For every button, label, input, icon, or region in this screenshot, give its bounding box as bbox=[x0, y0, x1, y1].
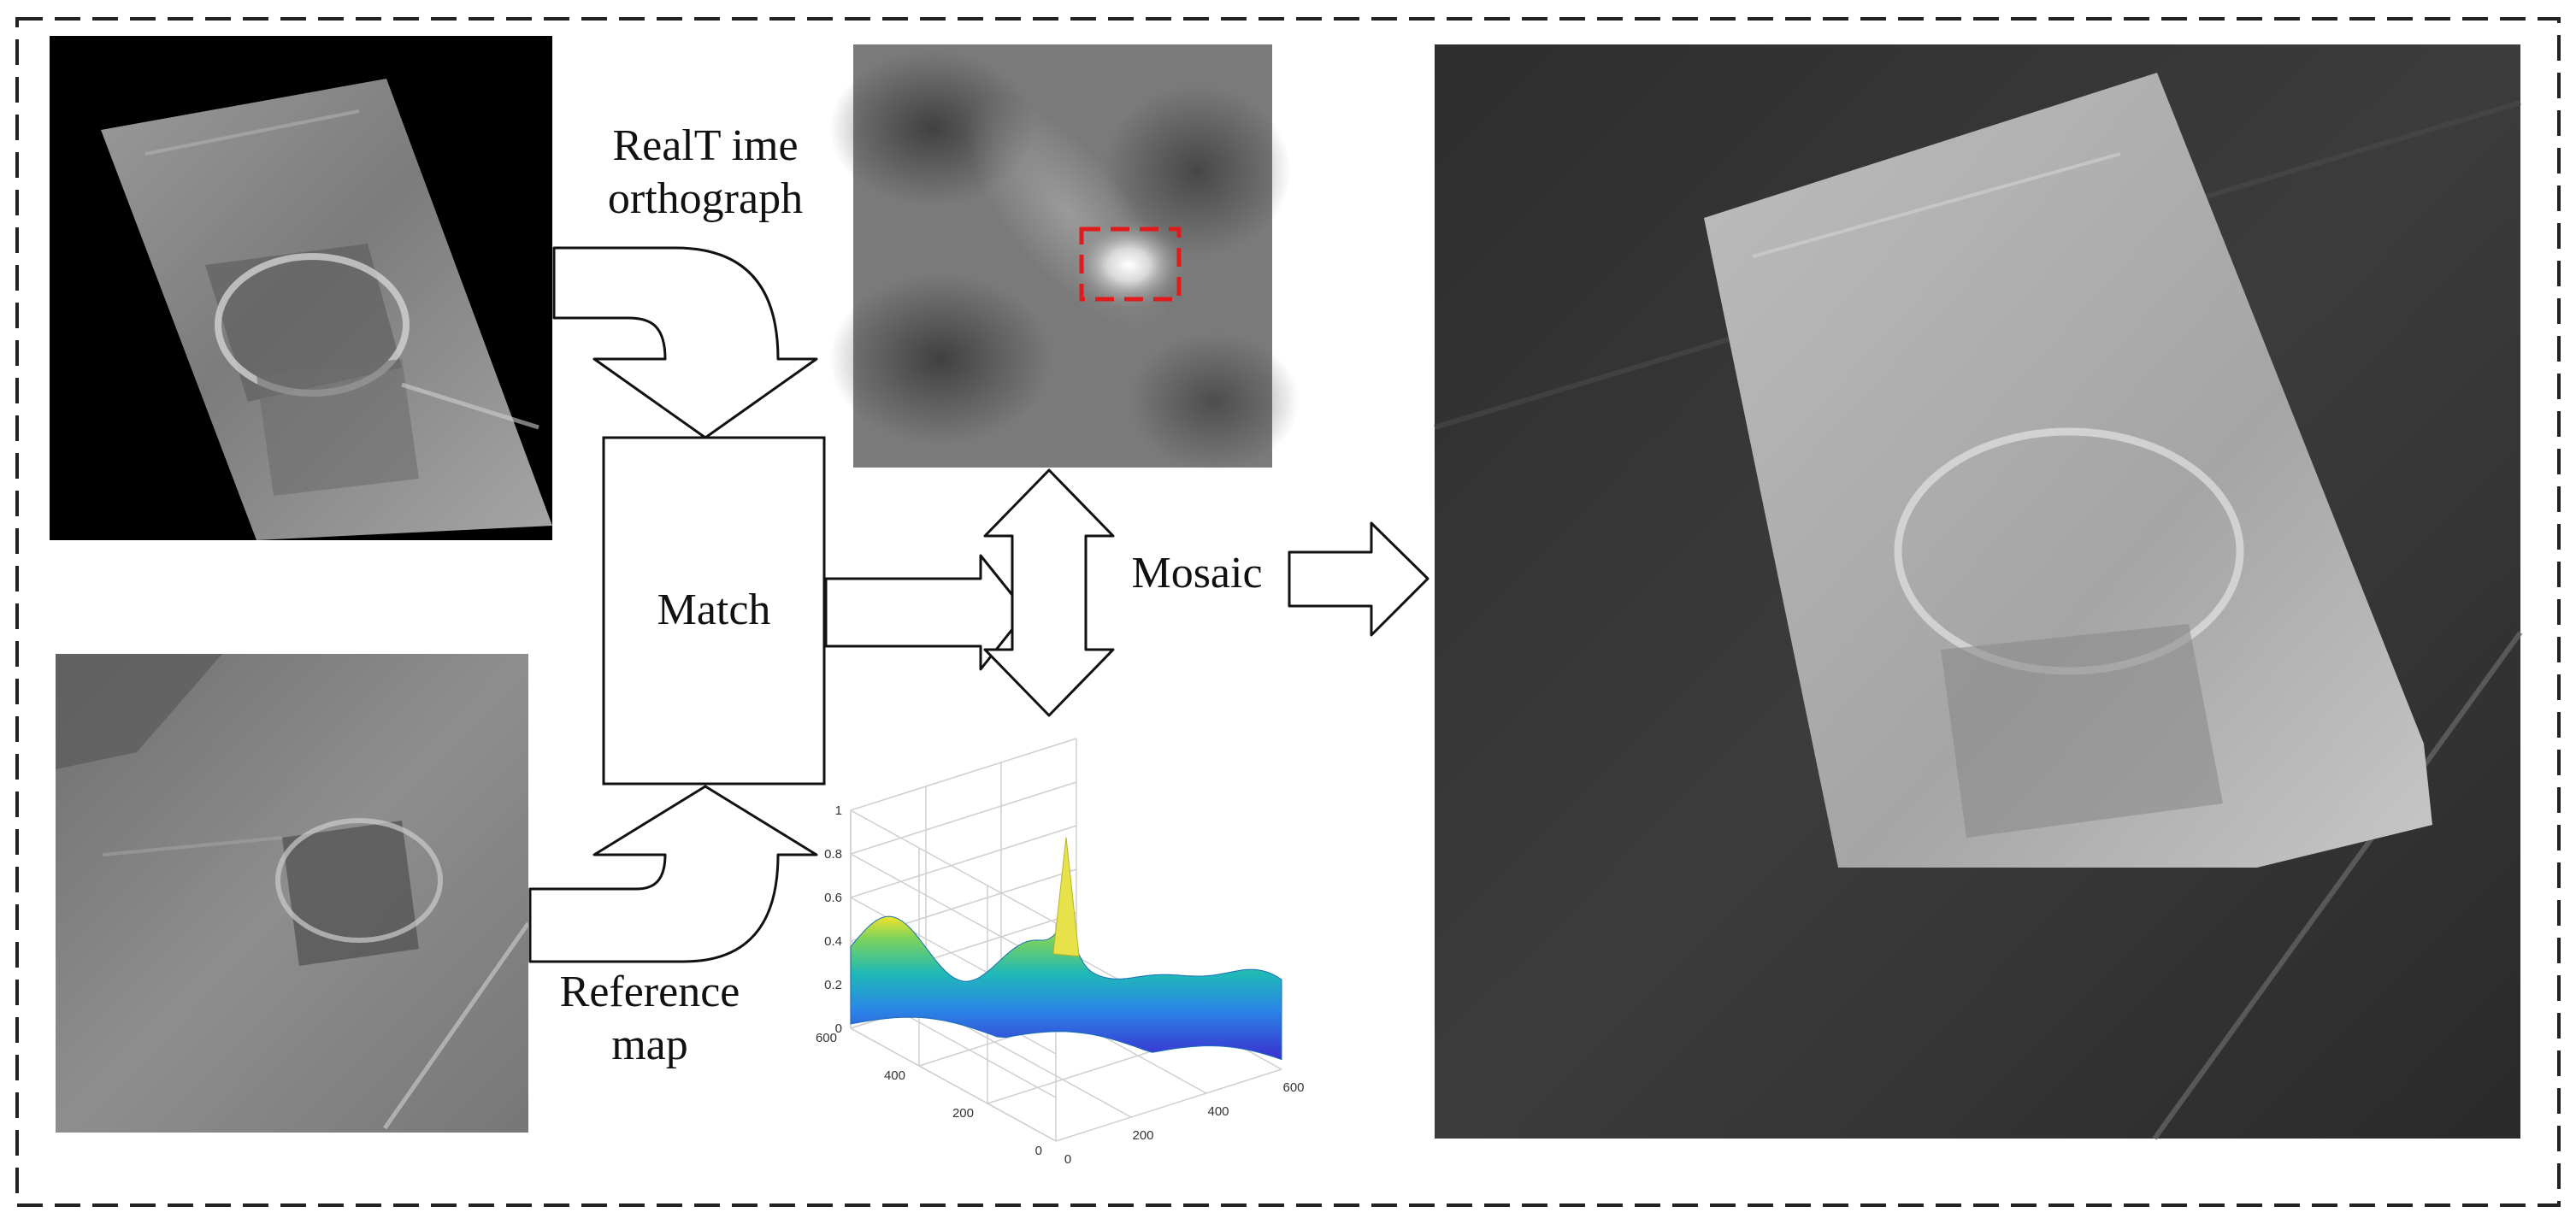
grid-line bbox=[850, 825, 1077, 898]
match-box bbox=[602, 436, 826, 786]
grid-line bbox=[850, 738, 1077, 811]
realtime-orthograph-label: RealT ime orthograph bbox=[590, 120, 821, 226]
correlation-double-arrow bbox=[983, 468, 1115, 717]
reference-to-match-arrow bbox=[528, 785, 818, 963]
reference-label-line-1: Reference bbox=[559, 968, 740, 1016]
match-label: Match bbox=[657, 586, 771, 634]
realtime-to-match-arrow bbox=[552, 246, 818, 439]
y-tick-label: 0 bbox=[1035, 1144, 1042, 1158]
x-tick-label: 400 bbox=[1207, 1104, 1229, 1119]
y-tick-label: 600 bbox=[816, 1031, 837, 1045]
mosaic-label: Mosaic bbox=[1131, 549, 1263, 597]
z-tick-label: 0.4 bbox=[824, 934, 842, 949]
outer-dashed-frame bbox=[15, 17, 2561, 1207]
z-tick-label: 1 bbox=[835, 803, 842, 818]
grid-line bbox=[850, 809, 1057, 924]
peak-marker-box bbox=[1079, 227, 1182, 302]
z-tick-label: 0.6 bbox=[824, 891, 842, 905]
y-tick-label: 400 bbox=[884, 1068, 905, 1083]
realtime-label-line-2: orthograph bbox=[607, 174, 804, 223]
x-tick-label: 0 bbox=[1064, 1152, 1071, 1167]
z-tick-label: 0 bbox=[835, 1021, 842, 1036]
z-tick-label: 0.8 bbox=[824, 847, 842, 862]
surface-body bbox=[850, 915, 1282, 1061]
match-output-arrow bbox=[824, 554, 1028, 671]
mosaic-arrow bbox=[1288, 521, 1429, 637]
surface-peak bbox=[1052, 837, 1080, 957]
mosaic-result-image bbox=[1434, 44, 2523, 1140]
reference-map-label: Reference map bbox=[539, 966, 761, 1072]
grid-line bbox=[1055, 1068, 1282, 1142]
z-tick-label: 0.2 bbox=[824, 978, 842, 992]
x-tick-label: 200 bbox=[1132, 1128, 1153, 1143]
realtime-orthograph-image bbox=[50, 36, 552, 540]
realtime-label-line-1: RealT ime bbox=[612, 121, 799, 170]
reference-map-image bbox=[56, 654, 531, 1133]
reference-label-line-2: map bbox=[611, 1021, 688, 1069]
grid-line bbox=[850, 781, 1077, 855]
y-tick-label: 200 bbox=[952, 1106, 974, 1121]
x-tick-label: 600 bbox=[1282, 1080, 1304, 1095]
correlation-map-image bbox=[829, 44, 1300, 470]
grid-line bbox=[850, 1027, 1057, 1142]
